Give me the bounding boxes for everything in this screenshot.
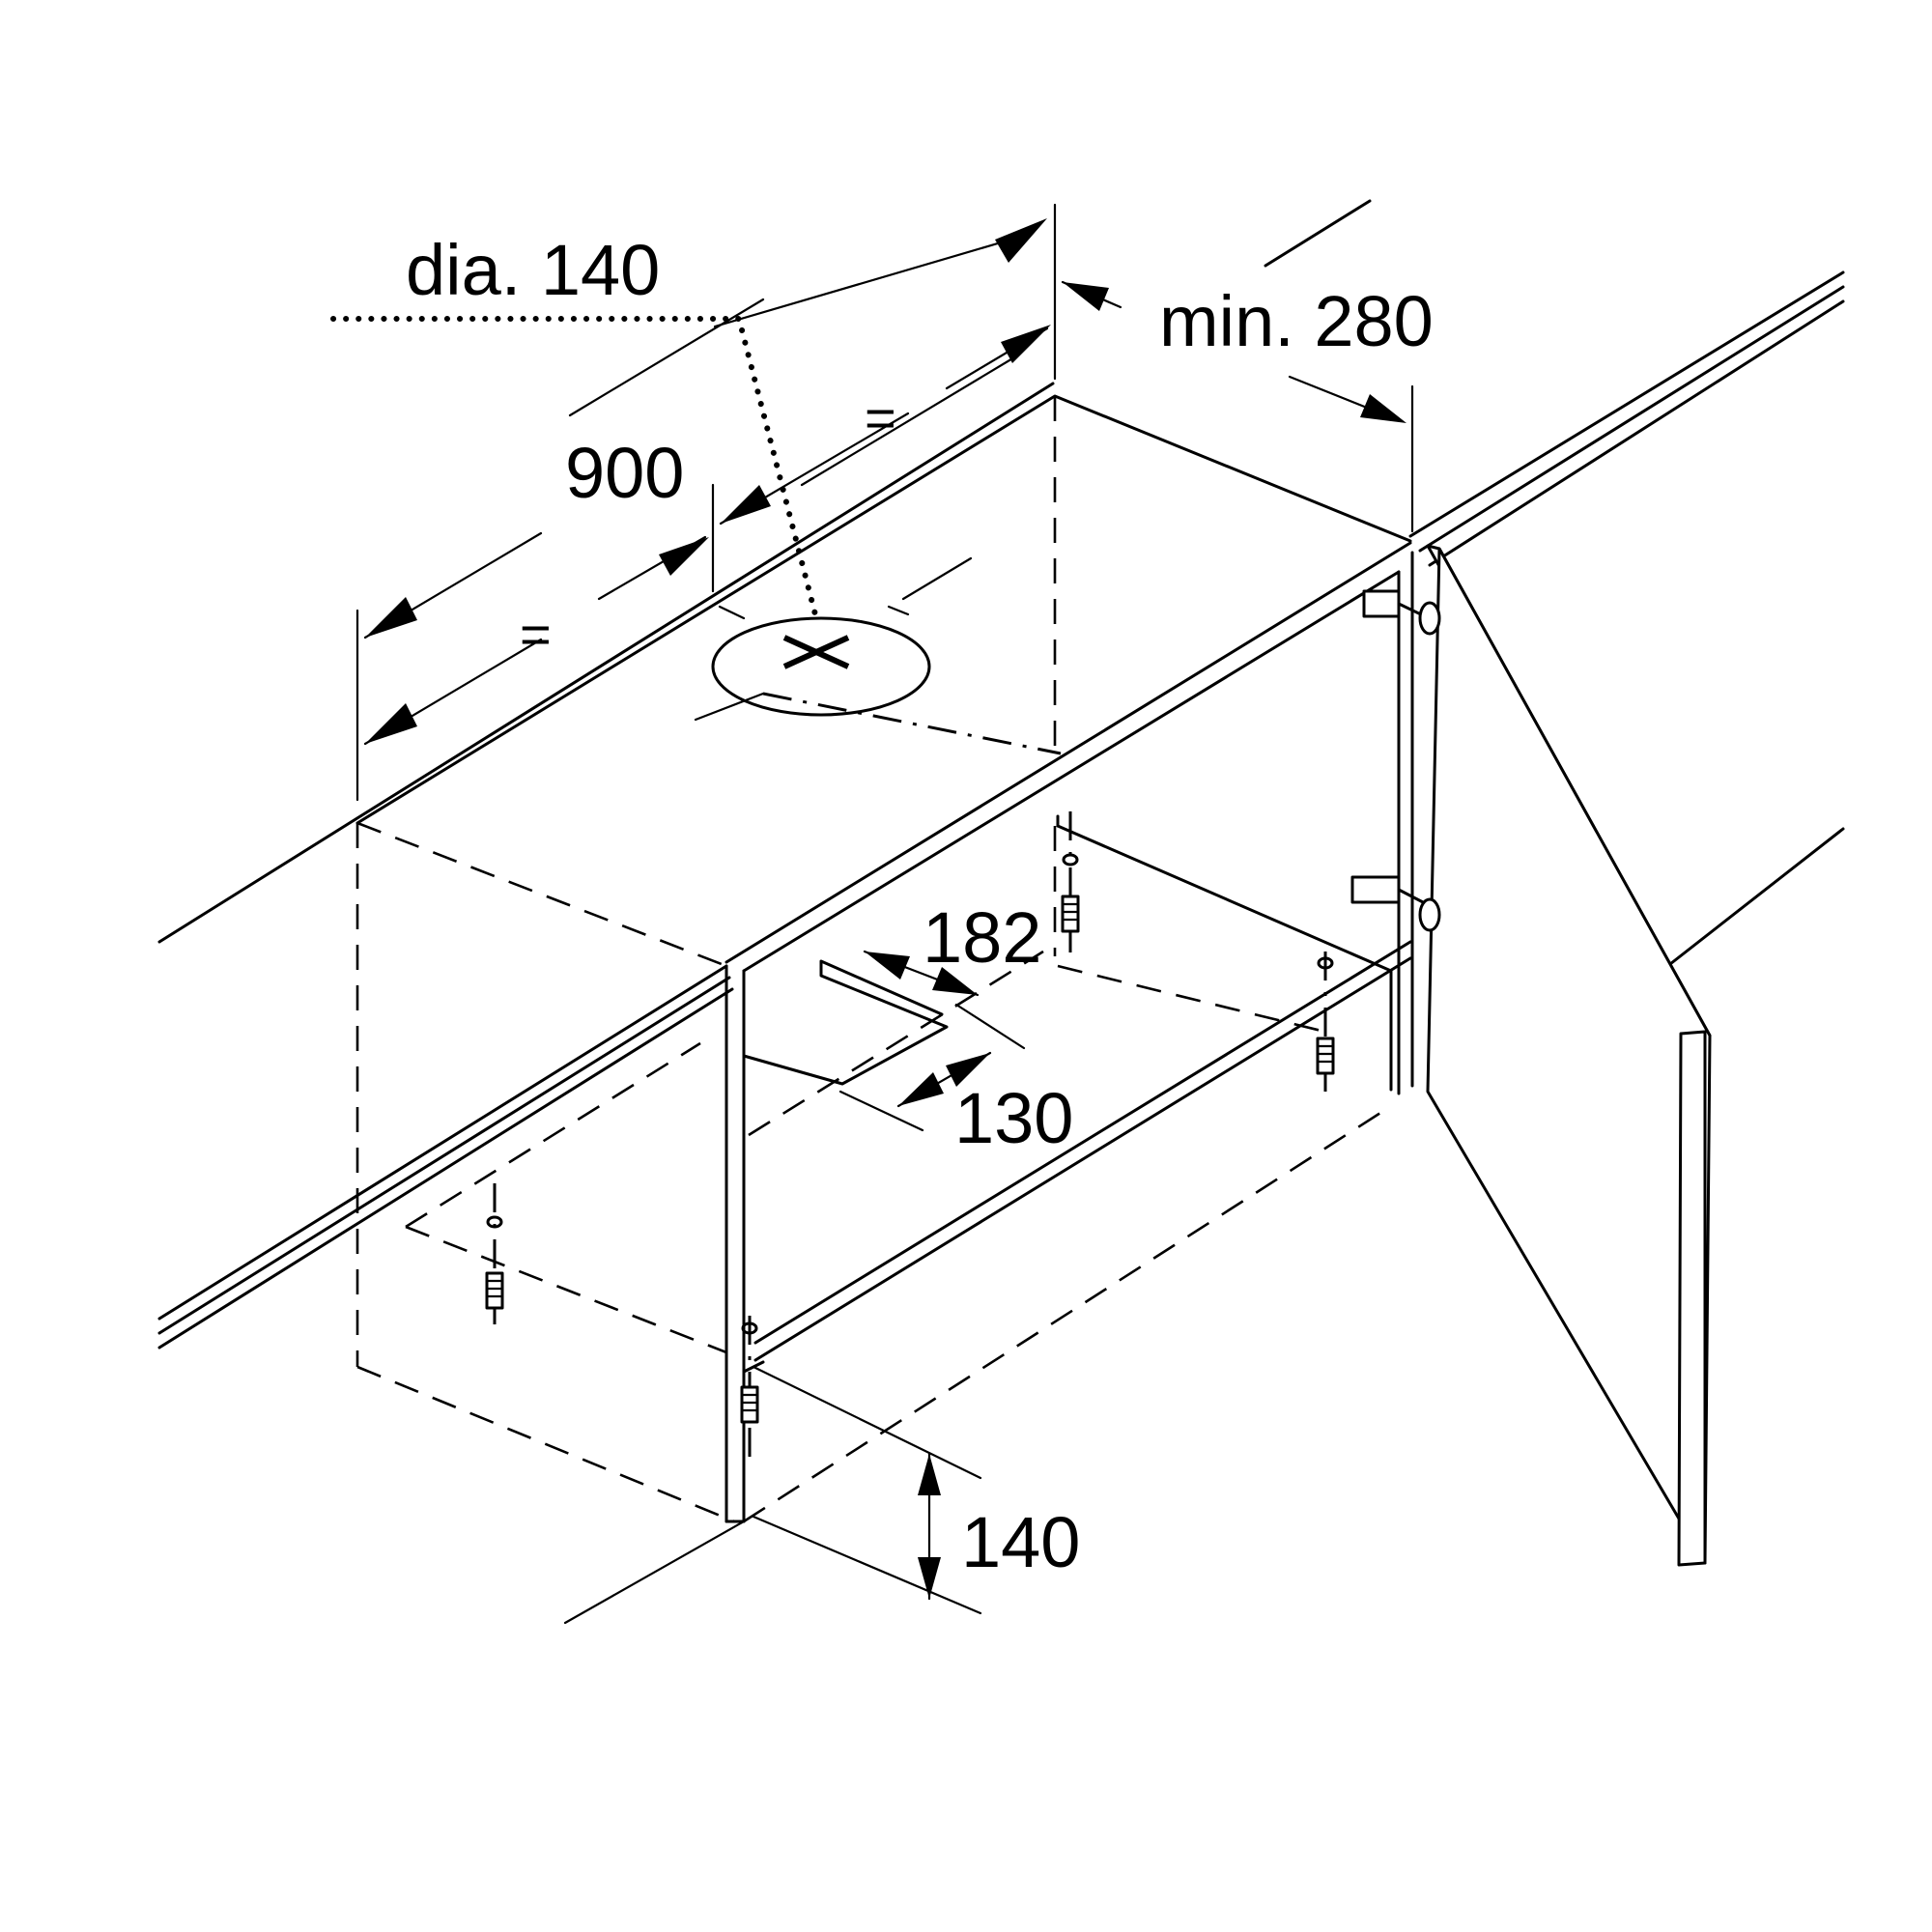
wall-lines [157, 199, 1845, 973]
dimension-cutout [838, 950, 1026, 1132]
screw-2 [1316, 952, 1335, 1092]
label-cutout-depth: 182 [923, 897, 1041, 978]
fixing-screws [485, 811, 1335, 1468]
dimension-min-distance [1061, 280, 1414, 533]
cabinet-outline [355, 394, 1414, 1523]
duct-opening [694, 556, 1062, 755]
label-equal-right: = [865, 387, 896, 448]
cabinet-door [1426, 544, 1712, 1567]
label-equal-left: = [520, 604, 552, 665]
door-hinges [1350, 589, 1441, 932]
label-duct-diameter: dia. 140 [406, 230, 660, 310]
dimension-labels: dia. 140 min. 280 900 = = 182 130 140 [406, 230, 1434, 1582]
label-min-distance: min. 280 [1159, 281, 1434, 361]
screw-3 [485, 1183, 504, 1331]
label-height: 140 [961, 1502, 1080, 1582]
dimension-width [355, 203, 1057, 802]
diameter-leader [330, 316, 819, 621]
cabinet-base-plate [742, 814, 1393, 1092]
hood-hidden-lines [355, 396, 1392, 1523]
dimension-height [563, 1365, 982, 1625]
screw-4 [740, 1316, 759, 1468]
label-cutout-width: 130 [954, 1078, 1073, 1158]
screw-1 [1061, 811, 1080, 961]
worktop-edge [157, 270, 1845, 1350]
label-width: 900 [565, 433, 684, 513]
